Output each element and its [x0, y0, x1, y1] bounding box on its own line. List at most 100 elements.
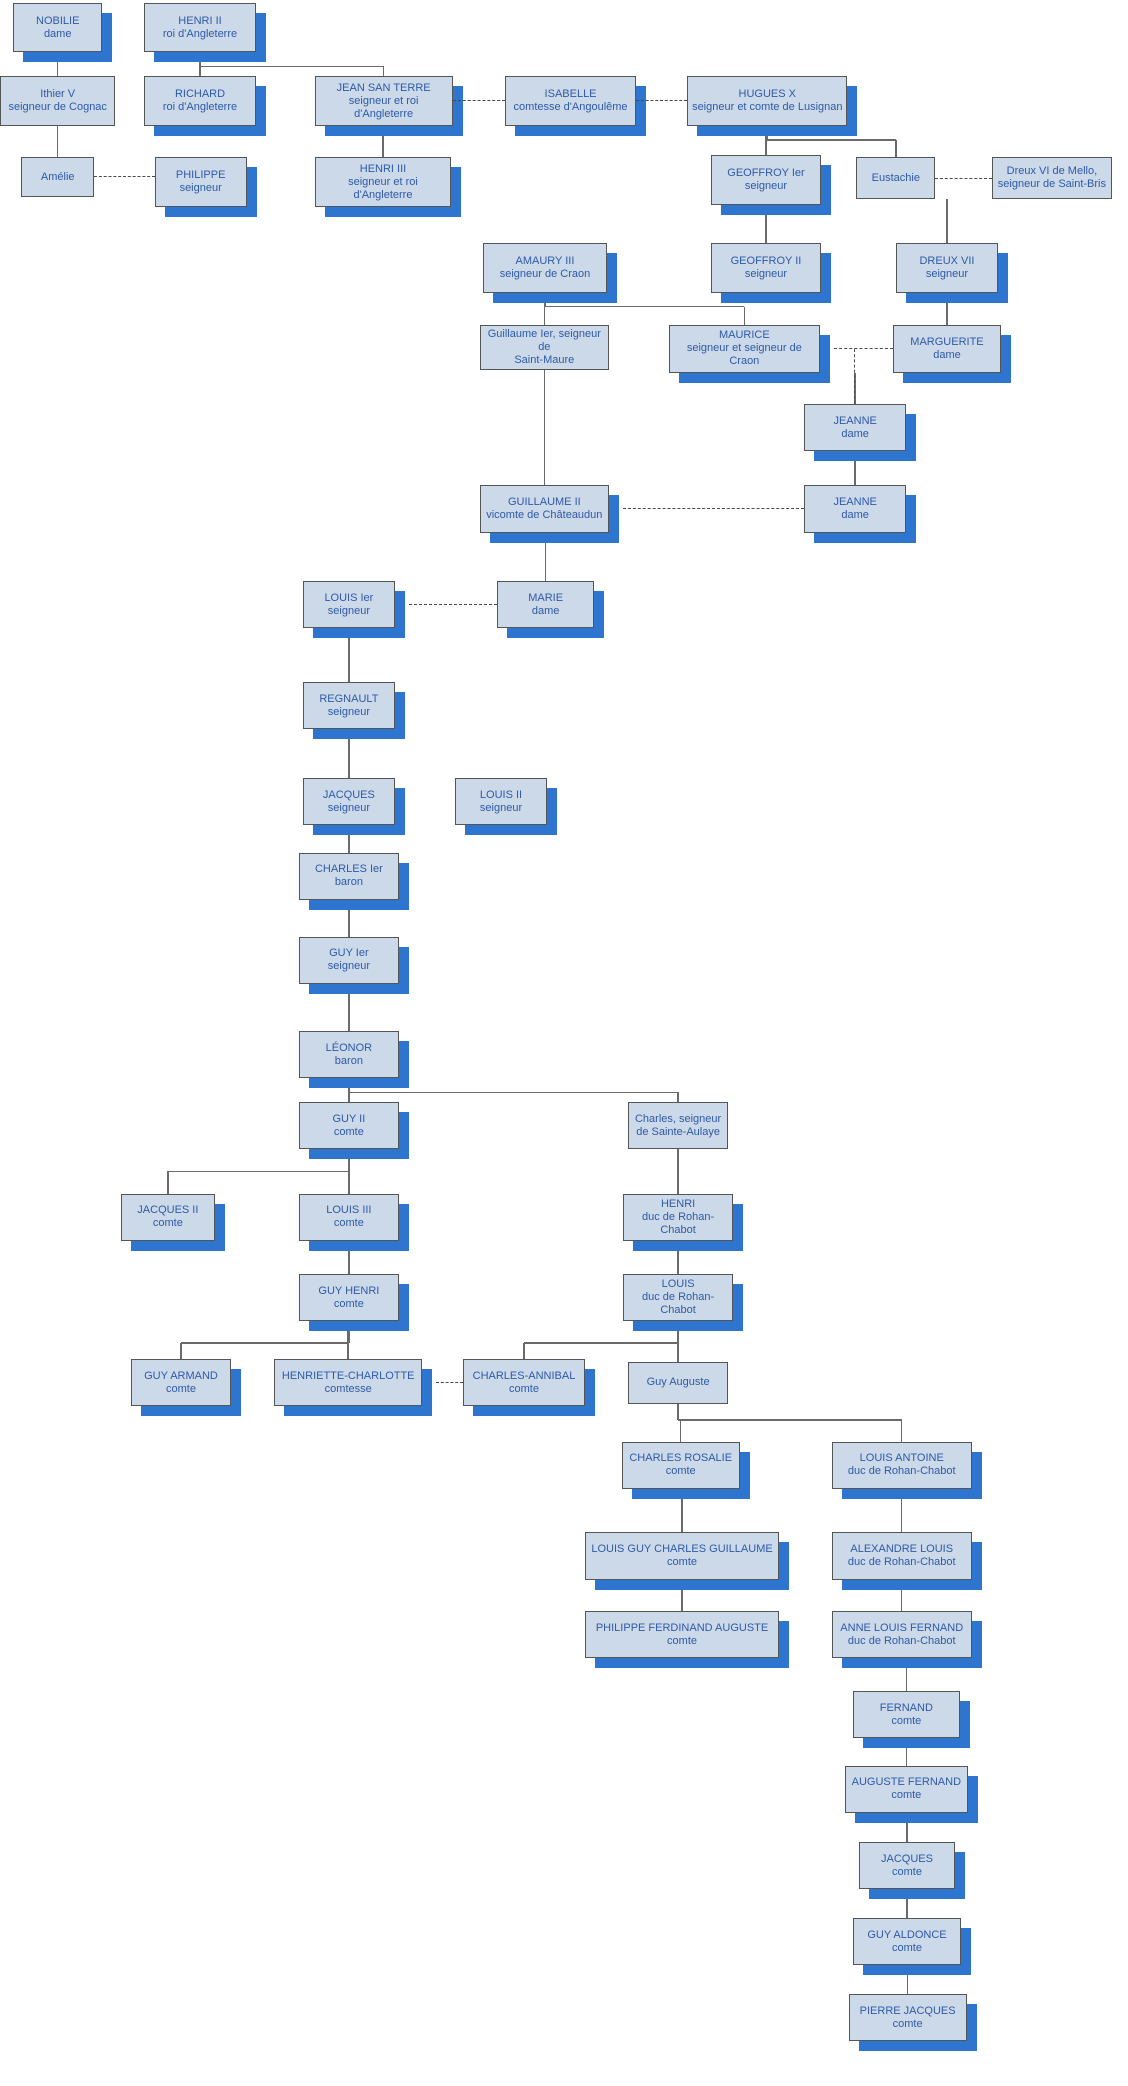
person-name: Guillaume Ier, seigneur de — [487, 328, 601, 354]
person-title: duc de Rohan-Chabot — [847, 1634, 956, 1647]
edge-vertical — [544, 532, 547, 582]
person-name: HENRI — [660, 1197, 696, 1210]
person-node[interactable]: Amélie — [20, 157, 95, 197]
edge-vertical — [167, 1171, 169, 1194]
edge-vertical — [906, 1813, 908, 1842]
edge-vertical — [348, 825, 350, 853]
person-name: PHILIPPE — [175, 169, 226, 182]
person-node[interactable]: Eustachie — [856, 157, 936, 200]
person-name: Charles, seigneur — [634, 1112, 722, 1125]
person-title: seigneur et roi d'Angleterre — [348, 175, 418, 201]
person-name: GEOFFROY Ier — [727, 166, 805, 179]
person-title: baron — [334, 876, 363, 889]
person-title: duc de Rohan-Chabot — [642, 1291, 715, 1316]
person-name: MARIE — [528, 591, 564, 604]
person-name: ANNE LOUIS FERNAND — [840, 1621, 964, 1634]
edge-vertical — [906, 1965, 909, 1995]
marriage-link — [436, 1382, 463, 1384]
person-title: seigneur — [327, 604, 370, 617]
edge-vertical — [543, 369, 546, 486]
person-title: seigneur — [327, 801, 370, 814]
person-name: CHARLES Ier — [314, 863, 383, 876]
edge-vertical — [681, 1579, 683, 1612]
edge-horizontal — [678, 1419, 902, 1421]
edge-vertical — [677, 1403, 679, 1420]
edge-horizontal — [181, 1342, 349, 1344]
person-node[interactable]: Dreux VI de Mello,seigneur de Saint-Bris — [991, 157, 1113, 200]
edge-vertical — [348, 1321, 350, 1344]
edge-vertical — [900, 1489, 903, 1533]
person-title: comte — [667, 1634, 698, 1647]
edge-vertical — [382, 125, 384, 158]
person-name: LOUIS Ier — [324, 591, 374, 604]
person-name: JACQUES — [880, 1852, 933, 1865]
person-name: NOBILIE — [36, 14, 80, 27]
edge-vertical — [348, 1149, 350, 1194]
person-title: comte — [333, 1217, 364, 1230]
person-name: LOUIS — [661, 1278, 695, 1290]
person-name: HENRI II — [178, 14, 222, 27]
person-name: DREUX VII — [919, 254, 975, 267]
person-title: seigneur — [179, 182, 222, 195]
edge-vertical — [681, 1489, 683, 1533]
person-name: CHARLES-ANNIBAL — [472, 1369, 576, 1382]
person-title: dame — [531, 604, 560, 617]
person-title: seigneur de Craon — [499, 267, 591, 280]
person-node[interactable]: Guy Auguste — [628, 1361, 728, 1404]
edge-vertical — [348, 1149, 350, 1172]
person-name: HUGUES X — [738, 88, 797, 100]
person-title: comte — [333, 1297, 364, 1310]
person-name: ISABELLE — [544, 88, 597, 100]
person-name: Eustachie — [871, 171, 920, 184]
